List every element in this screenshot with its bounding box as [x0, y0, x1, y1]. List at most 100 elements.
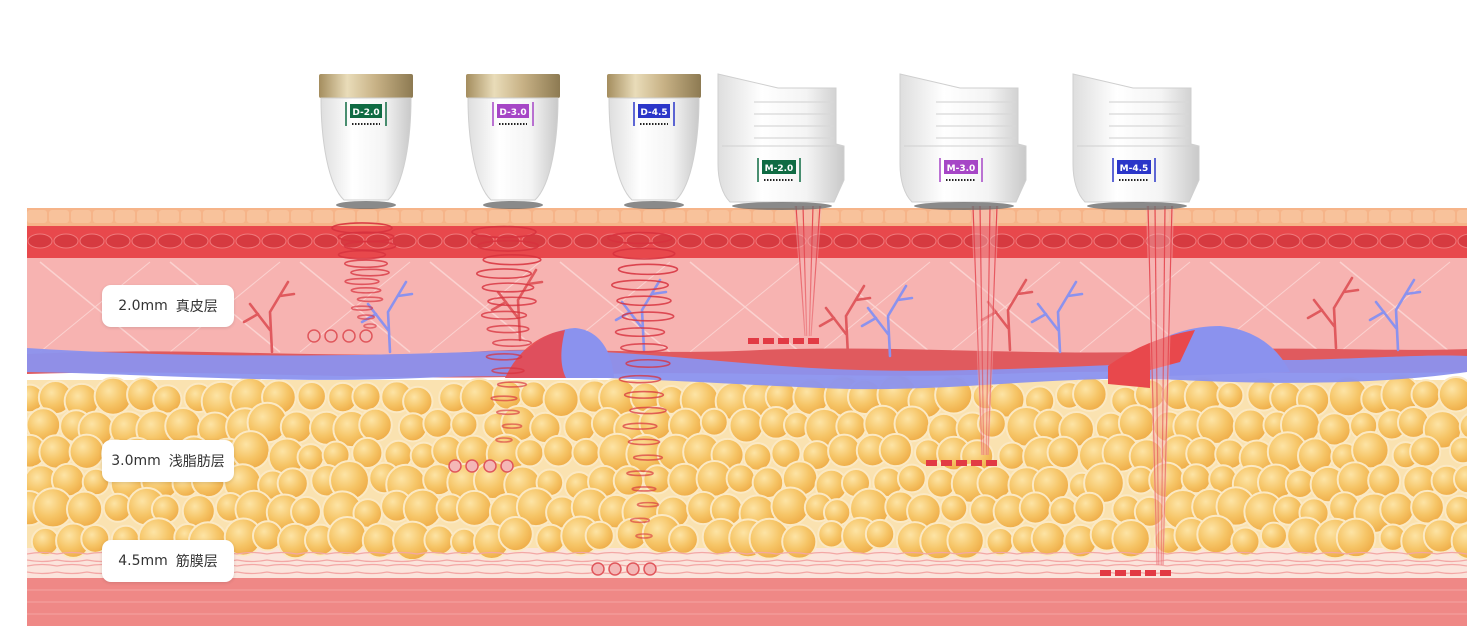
focus-dash-m30: [971, 460, 982, 466]
epidermis-cell: [1391, 210, 1411, 223]
fat-cell: [781, 523, 818, 560]
epidermis-cell: [511, 210, 531, 223]
focus-ring-d45: [616, 295, 672, 307]
epidermis-cell: [445, 210, 465, 223]
fat-cell: [1409, 435, 1442, 468]
fat-cell: [542, 434, 575, 468]
focus-dash-m30: [986, 460, 997, 466]
transducer-shadow: [624, 201, 684, 209]
beam-line: [987, 205, 998, 456]
dermis-fiber: [39, 261, 151, 353]
fat-cell: [1048, 495, 1079, 526]
fat-cell: [351, 381, 382, 412]
dermis-cell: [1457, 233, 1467, 249]
epidermis-cell: [533, 210, 553, 223]
focus-ring-d30: [486, 324, 530, 334]
beam-m45: [1146, 206, 1174, 565]
epidermis-cell: [27, 210, 47, 223]
artery-branch: [242, 280, 296, 354]
focus-dot-d45: [643, 562, 657, 576]
focus-dot-d30: [465, 459, 479, 473]
fat-cell: [1216, 381, 1245, 410]
focus-ring-d45: [610, 279, 670, 291]
dermis-cell: [1171, 233, 1197, 249]
layer-name: 筋膜层: [175, 554, 218, 570]
fat-cell: [1046, 435, 1080, 470]
focus-dot-d30: [448, 459, 462, 473]
dermis-cell: [1093, 233, 1119, 249]
epidermis-cell: [291, 210, 311, 223]
vessel-bulge-left-red: [505, 330, 566, 378]
transducer-badge: [1117, 160, 1151, 174]
transducer-body: [608, 97, 700, 201]
dermis-cell: [911, 233, 937, 249]
epidermis-cell: [797, 210, 817, 223]
transducer-d-4.5: D-4.5: [607, 74, 701, 209]
fat-cell: [68, 433, 105, 470]
dermis-cell: [807, 233, 833, 249]
fat-cell: [1230, 526, 1261, 557]
transducer-d-2.0: D-2.0: [319, 74, 413, 209]
epidermis-cell: [621, 210, 641, 223]
focus-ring-d45: [618, 374, 662, 384]
epidermis-cell: [1193, 210, 1213, 223]
focus-ring-d45: [632, 454, 664, 461]
fat-cell: [1379, 491, 1415, 528]
dermis-cell: [443, 233, 469, 249]
fat-cell: [1072, 376, 1108, 412]
fat-cell: [584, 520, 615, 551]
epidermis-cell: [225, 210, 245, 223]
dermis-cell: [1223, 233, 1249, 249]
focus-ring-d20: [331, 222, 393, 234]
epidermis-cell: [863, 210, 883, 223]
tissue-texture: [27, 210, 1474, 615]
fat-cell: [878, 432, 913, 468]
focus-ring-d45: [627, 438, 661, 446]
focus-dot-d30: [500, 459, 514, 473]
focus-ring-d20: [350, 268, 390, 277]
fat-cell: [563, 410, 597, 444]
epidermis-cell: [1171, 210, 1191, 223]
epidermis-cell: [929, 210, 949, 223]
epidermis-cell: [599, 210, 619, 223]
focus-dash-m20: [808, 338, 819, 344]
fat-cell: [455, 489, 493, 527]
transducer-badge: [762, 160, 796, 174]
fat-cell: [230, 430, 271, 470]
vein-branch: [614, 278, 668, 352]
epidermis-cell: [1325, 210, 1345, 223]
dermis-cell: [1041, 233, 1067, 249]
focus-ring-d30: [476, 239, 540, 252]
transducer-cap: [466, 74, 560, 98]
dermis-cell: [937, 233, 963, 249]
focus-ring-d30: [496, 381, 528, 388]
fat-cell: [1437, 376, 1467, 413]
dermis-cell: [833, 233, 859, 249]
dermis-cell: [703, 233, 729, 249]
layer-name: 真皮层: [175, 299, 218, 315]
focus-ring-d45: [626, 470, 654, 477]
focus-dash-m45: [1160, 570, 1171, 576]
focus-dash-m20: [778, 338, 789, 344]
focus-ring-d20: [343, 259, 389, 269]
epidermis-cell: [423, 210, 443, 223]
epidermis-cell: [1083, 210, 1103, 223]
dermis-cell: [287, 233, 313, 249]
focus-ring-d45: [620, 343, 668, 353]
focus-ring-d30: [501, 423, 523, 429]
dermis-fiber: [1470, 262, 1474, 352]
focus-dot-d20: [324, 329, 338, 343]
focus-ring-d20: [350, 305, 374, 311]
fat-cell: [1232, 408, 1269, 444]
dermis-cell: [755, 233, 781, 249]
fat-cell: [1259, 521, 1289, 550]
focus-ring-d30: [491, 367, 525, 375]
epidermis-cell: [731, 210, 751, 223]
fat-cell: [1448, 435, 1467, 465]
fat-cell: [1410, 489, 1445, 525]
vein-band: [27, 348, 1467, 390]
fat-cell: [642, 464, 673, 495]
dermis-cell: [677, 233, 703, 249]
fat-cell: [827, 433, 862, 469]
